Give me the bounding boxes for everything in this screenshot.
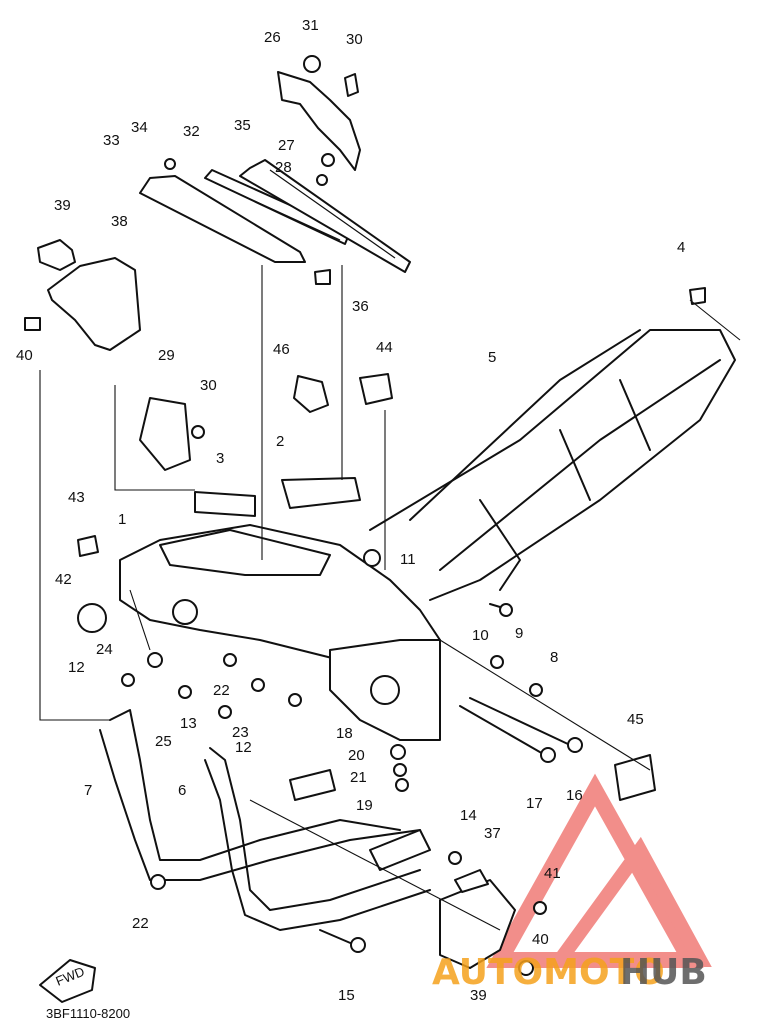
- footrest-bracket-right: [439, 869, 516, 969]
- part-label: 19: [356, 797, 373, 814]
- part-label: 12: [68, 659, 85, 676]
- part-label: 30: [346, 31, 363, 48]
- watermark-logo: [486, 773, 712, 968]
- part-label: 11: [400, 551, 416, 568]
- fwd-arrow-icon: FWD: [39, 959, 96, 1003]
- part-label: 14: [460, 807, 477, 824]
- part-label: 1: [118, 511, 126, 528]
- part-label: 26: [264, 29, 281, 46]
- part-label: 37: [484, 825, 501, 842]
- part-label: 4: [677, 239, 685, 256]
- part-label: 30: [200, 377, 217, 394]
- part-label: 20: [348, 747, 365, 764]
- part-label: 2: [276, 433, 284, 450]
- downtubes: [99, 709, 431, 931]
- part-label: 35: [234, 117, 251, 134]
- decal-plates: [77, 373, 656, 801]
- seat-rail-assembly: [139, 159, 411, 273]
- part-label: 6: [178, 782, 186, 799]
- part-label: 40: [532, 931, 549, 948]
- part-label: 38: [111, 213, 128, 230]
- part-label: 16: [566, 787, 583, 804]
- part-label: 23: [232, 724, 249, 741]
- part-label: 3: [216, 450, 224, 467]
- part-label: 29: [158, 347, 175, 364]
- part-label: 25: [155, 733, 172, 750]
- part-label: 17: [526, 795, 543, 812]
- main-frame: [119, 287, 736, 741]
- part-label: 44: [376, 339, 393, 356]
- part-label: 40: [16, 347, 33, 364]
- part-label: 45: [627, 711, 644, 728]
- part-label: 41: [544, 865, 561, 882]
- part-label: 27: [278, 137, 295, 154]
- part-label: 24: [96, 641, 113, 658]
- part-label: 36: [352, 298, 369, 315]
- part-label: 32: [183, 123, 200, 140]
- part-label: 39: [470, 987, 487, 1004]
- part-number-labels: 1234567891011121213141516171819202122222…: [16, 17, 685, 1004]
- part-label: 22: [213, 682, 230, 699]
- part-label: 10: [472, 627, 489, 644]
- part-label: 9: [515, 625, 523, 642]
- leader-lines: [39, 265, 741, 931]
- part-label: 28: [275, 159, 292, 176]
- part-label: 5: [488, 349, 496, 366]
- part-label: 34: [131, 119, 148, 136]
- part-label: 39: [54, 197, 71, 214]
- part-label: 42: [55, 571, 72, 588]
- part-label: 12: [235, 739, 252, 756]
- part-label: 22: [132, 915, 149, 932]
- part-label: 33: [103, 132, 120, 149]
- hardware: [121, 158, 583, 976]
- part-label: 21: [350, 769, 367, 786]
- part-label: 7: [84, 782, 92, 799]
- part-label: 43: [68, 489, 85, 506]
- watermark-right-text: HUB: [620, 952, 707, 993]
- part-label: 31: [302, 17, 319, 34]
- top-bracket: [277, 55, 361, 285]
- part-label: 18: [336, 725, 353, 742]
- footrest-bracket-left: [24, 239, 141, 351]
- part-label: 13: [180, 715, 197, 732]
- part-label: 46: [273, 341, 290, 358]
- part-label: 15: [338, 987, 355, 1004]
- part-label: 8: [550, 649, 558, 666]
- watermark-left-text: AUTOMOTO: [432, 952, 665, 993]
- diagram-code: 3BF1110-8200: [46, 1006, 130, 1021]
